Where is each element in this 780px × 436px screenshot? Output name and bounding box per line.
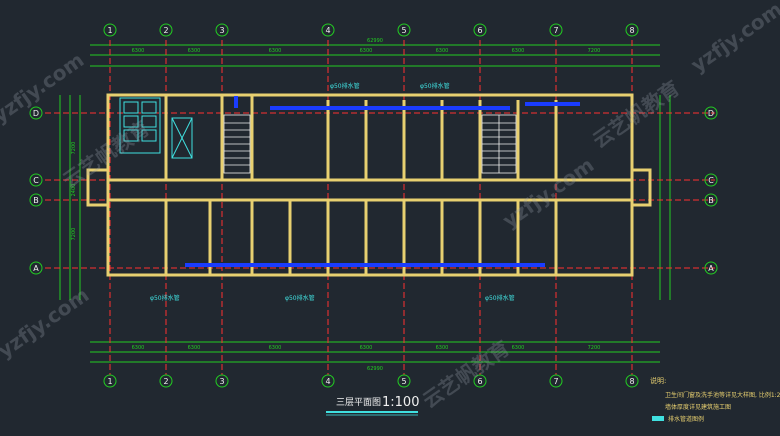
dim-bottom-overall: 62990 — [367, 366, 383, 372]
svg-text:3: 3 — [219, 26, 224, 35]
dimension-frame — [59, 44, 671, 363]
svg-text:6: 6 — [477, 26, 482, 35]
axis-bubble-bottom-7: 7 — [549, 374, 563, 388]
note-line-1: 卫生间门窗及洗手池等详见大样图, 比例1:20 — [665, 391, 780, 399]
dim-top-bay-1: 6300 — [132, 48, 145, 54]
axis-grid — [45, 40, 715, 375]
pipe-annotations: φ50排水管 φ50排水管 φ50排水管 φ50排水管 φ50排水管 — [150, 82, 515, 302]
dim-bottom-bay-6: 6300 — [512, 345, 525, 351]
dim-top-bay-4: 6300 — [360, 48, 373, 54]
svg-text:B: B — [708, 196, 714, 205]
svg-text:7: 7 — [553, 26, 558, 35]
dim-bottom-bay-3: 6300 — [269, 345, 282, 351]
svg-text:A: A — [33, 264, 39, 273]
dim-bottom-bay-5: 6300 — [436, 345, 449, 351]
watermark-layer: yzfjy.com 云艺帆教育 yzfjy.com 云艺帆教育 yzfjy.co… — [0, 0, 780, 413]
dimension-texts: 62990 6300 6300 6300 6300 6300 6300 7200… — [71, 38, 600, 372]
axis-bubble-top-1: 1 — [103, 23, 117, 37]
axis-bubble-top-3: 3 — [215, 23, 229, 37]
dim-left-span-2: 2400 — [71, 184, 77, 197]
watermark-7: yzfjy.com — [686, 0, 780, 77]
axis-bubble-left-D: D — [29, 106, 43, 120]
dim-left-span-1: 7200 — [71, 142, 77, 155]
svg-text:8: 8 — [629, 377, 634, 386]
dim-left-span-3: 7200 — [71, 228, 77, 241]
dim-bottom-bay-4: 6300 — [360, 345, 373, 351]
pipe-note-top-2: φ50排水管 — [420, 82, 450, 90]
column-axis-labels: 1 2 3 4 5 6 7 8 1 2 3 4 5 6 7 8 — [103, 23, 639, 388]
svg-text:7: 7 — [553, 377, 558, 386]
building-walls — [86, 93, 652, 277]
svg-text:A: A — [708, 264, 714, 273]
svg-text:5: 5 — [401, 377, 406, 386]
dim-top-bay-2: 6300 — [188, 48, 201, 54]
plan-title-block: 三层平面图 1:100 — [326, 395, 419, 416]
axis-bubble-top-8: 8 — [625, 23, 639, 37]
stair-left — [223, 114, 251, 174]
axis-bubble-bottom-6: 6 — [473, 374, 487, 388]
dim-top-bay-7: 7200 — [588, 48, 601, 54]
dim-bottom-bay-1: 6300 — [132, 345, 145, 351]
axis-bubble-right-A: A — [704, 261, 718, 275]
svg-text:3: 3 — [219, 377, 224, 386]
axis-bubble-bottom-4: 4 — [321, 374, 335, 388]
svg-text:8: 8 — [629, 26, 634, 35]
watermark-5: yzfjy.com — [0, 283, 93, 363]
dim-top-overall: 62990 — [367, 38, 383, 44]
axis-bubble-left-A: A — [29, 261, 43, 275]
svg-text:4: 4 — [325, 26, 330, 35]
pipe-note-bottom-3: φ50排水管 — [485, 294, 515, 302]
svg-text:C: C — [33, 176, 39, 185]
axis-bubble-left-C: C — [29, 173, 43, 187]
svg-text:C: C — [708, 176, 714, 185]
axis-bubble-right-C: C — [704, 173, 718, 187]
axis-bubble-top-7: 7 — [549, 23, 563, 37]
dim-top-bay-6: 6300 — [512, 48, 525, 54]
pipe-note-bottom-2: φ50排水管 — [285, 294, 315, 302]
watermark-1: yzfjy.com — [0, 48, 88, 128]
svg-text:B: B — [33, 196, 39, 205]
svg-text:1: 1 — [107, 377, 112, 386]
row-axis-labels: D C B A D C B A — [29, 106, 718, 275]
pipe-legend-swatch — [652, 416, 664, 421]
svg-text:5: 5 — [401, 26, 406, 35]
axis-bubble-left-B: B — [29, 193, 43, 207]
plan-scale: 1:100 — [382, 395, 419, 410]
svg-text:1: 1 — [107, 26, 112, 35]
axis-bubble-top-6: 6 — [473, 23, 487, 37]
axis-bubble-bottom-2: 2 — [159, 374, 173, 388]
axis-bubble-top-4: 4 — [321, 23, 335, 37]
notes-heading: 说明: — [650, 376, 666, 385]
watermark-6: 云艺帆教育 — [418, 336, 514, 413]
dim-bottom-bay-7: 7200 — [588, 345, 601, 351]
svg-text:2: 2 — [163, 26, 168, 35]
axis-bubble-bottom-3: 3 — [215, 374, 229, 388]
pipe-note-bottom-1: φ50排水管 — [150, 294, 180, 302]
svg-text:6: 6 — [477, 377, 482, 386]
axis-bubble-bottom-5: 5 — [397, 374, 411, 388]
toilet-block — [119, 97, 193, 159]
dim-top-bay-3: 6300 — [269, 48, 282, 54]
svg-text:4: 4 — [325, 377, 330, 386]
dim-bottom-bay-2: 6300 — [188, 345, 201, 351]
watermark-4: 云艺帆教育 — [588, 76, 684, 153]
note-line-3: 排水管道图例 — [668, 415, 704, 423]
svg-text:2: 2 — [163, 377, 168, 386]
axis-bubble-bottom-1: 1 — [103, 374, 117, 388]
axis-bubble-right-B: B — [704, 193, 718, 207]
axis-bubble-top-2: 2 — [159, 23, 173, 37]
drainage-pipes — [185, 96, 580, 267]
dim-top-bay-5: 6300 — [436, 48, 449, 54]
plan-title: 三层平面图 — [336, 397, 381, 408]
pipe-note-top-1: φ50排水管 — [330, 82, 360, 90]
svg-text:D: D — [708, 109, 714, 118]
note-line-2: 墙体厚度详见建筑施工图 — [665, 403, 731, 411]
notes-block: 说明: 卫生间门窗及洗手池等详见大样图, 比例1:20 墙体厚度详见建筑施工图 … — [650, 376, 780, 423]
svg-text:D: D — [33, 109, 39, 118]
axis-bubble-top-5: 5 — [397, 23, 411, 37]
axis-bubble-bottom-8: 8 — [625, 374, 639, 388]
stair-right — [481, 114, 517, 174]
axis-bubble-right-D: D — [704, 106, 718, 120]
